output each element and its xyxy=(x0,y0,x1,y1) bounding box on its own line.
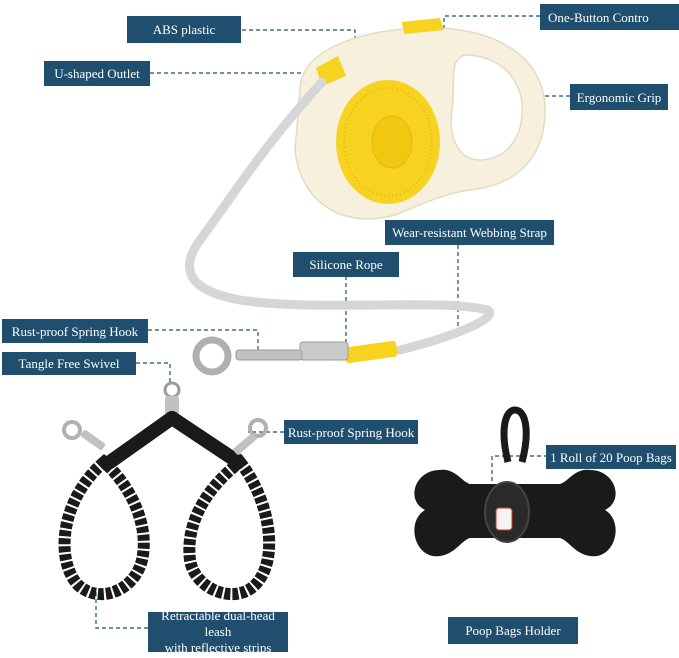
label-tangle-free-swivel: Tangle Free Swivel xyxy=(2,352,136,375)
label-abs-plastic: ABS plastic xyxy=(127,16,241,43)
label-dual-head-leash-line1: Retractable dual-head leash xyxy=(161,607,275,639)
label-ergonomic-grip: Ergonomic Grip xyxy=(570,84,668,110)
dual-head-leash xyxy=(58,381,276,601)
label-spring-hook-top: Rust-proof Spring Hook xyxy=(2,319,148,343)
poop-bag-holder xyxy=(414,406,616,557)
label-webbing-strap: Wear-resistant Webbing Strap xyxy=(385,220,554,245)
label-u-shaped-outlet: U-shaped Outlet xyxy=(44,61,150,86)
label-spring-hook-mid: Rust-proof Spring Hook xyxy=(284,420,418,444)
leash-handle xyxy=(294,18,546,220)
label-poop-bags-holder: Poop Bags Holder xyxy=(448,617,578,644)
label-poop-bags-roll: 1 Roll of 20 Poop Bags xyxy=(546,445,676,469)
label-dual-head-leash-line2: with reflective strips xyxy=(164,640,272,656)
label-one-button-control: One-Button Contro xyxy=(540,4,679,30)
label-silicone-rope: Silicone Rope xyxy=(293,252,399,277)
leash-hook xyxy=(192,336,398,376)
label-dual-head-leash: Retractable dual-head leash with reflect… xyxy=(148,608,288,655)
webbing-strap xyxy=(185,77,495,355)
